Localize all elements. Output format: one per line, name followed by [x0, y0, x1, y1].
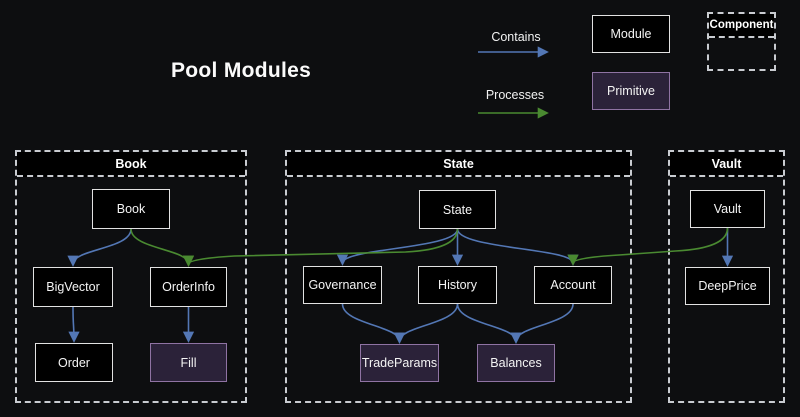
container-state-group: State [285, 150, 632, 403]
legend-primitive-box: Primitive [592, 72, 670, 110]
legend-module-label: Module [610, 27, 652, 41]
page-title: Pool Modules [171, 59, 312, 82]
container-vault-group: Vault [668, 150, 785, 403]
container-book-group: Book [15, 150, 247, 403]
container-state-group-header: State [287, 152, 630, 177]
node-deepprice: DeepPrice [685, 267, 770, 305]
legend-module-box: Module [592, 15, 670, 53]
node-vault: Vault [690, 190, 765, 228]
legend-contains-label: Contains [491, 30, 541, 44]
container-book-group-header: Book [17, 152, 245, 177]
node-balances: Balances [477, 344, 555, 382]
legend-primitive-label: Primitive [607, 84, 655, 98]
node-state: State [419, 190, 496, 229]
node-orderinfo: OrderInfo [150, 267, 227, 307]
legend-processes-label: Processes [485, 88, 545, 102]
node-book: Book [92, 189, 170, 229]
node-bigvector: BigVector [33, 267, 113, 307]
legend-component-box: Component [707, 12, 776, 71]
node-order: Order [35, 343, 113, 382]
node-account: Account [534, 266, 612, 304]
legend-component-label: Component [709, 14, 774, 38]
node-tradeparams: TradeParams [360, 344, 439, 382]
container-vault-group-header: Vault [670, 152, 783, 177]
node-fill: Fill [150, 343, 227, 382]
node-history: History [418, 266, 497, 304]
node-governance: Governance [303, 266, 382, 304]
